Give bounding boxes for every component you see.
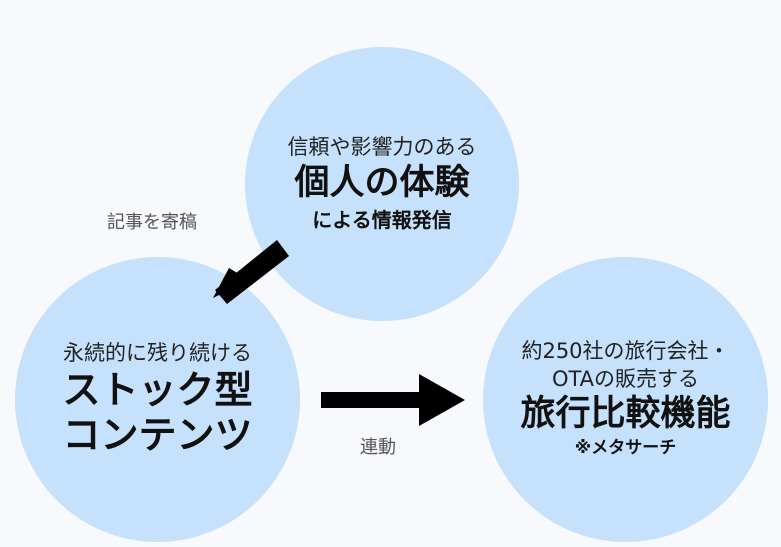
personal-experience-circle: 信頼や影響力のある 個人の体験 による情報発信: [245, 47, 519, 321]
meta-search-circle: 約250社の旅行会社・ OTAの販売する 旅行比較機能 ※メタサーチ: [483, 257, 768, 542]
right-circle-title: 旅行比較機能: [520, 394, 731, 435]
top-circle-title: 個人の体験: [294, 162, 470, 203]
stock-content-circle: 永続的に残り続ける ストック型 コンテンツ: [15, 257, 300, 542]
arrow-left-to-right-shaft: [321, 392, 423, 408]
arrow-left-to-right-head: [419, 374, 465, 426]
right-circle-line1: 約250社の旅行会社・: [521, 339, 730, 364]
right-circle-note: ※メタサーチ: [574, 437, 677, 458]
link-label: 連動: [360, 437, 396, 458]
left-circle-line1: 永続的に残り続ける: [63, 341, 252, 366]
top-circle-line3: による情報発信: [312, 207, 452, 232]
arrow-top-to-left: [213, 240, 289, 304]
arrow-top-to-left-tip: [213, 268, 249, 298]
left-circle-title-2: コンテンツ: [62, 413, 253, 458]
left-circle-title-1: ストック型: [62, 367, 253, 412]
write-article-label: 記事を寄稿: [107, 212, 197, 233]
arrow-left-to-right: [321, 374, 465, 426]
arrow-top-to-left-head: [215, 240, 289, 304]
top-circle-line1: 信頼や影響力のある: [287, 135, 477, 160]
right-circle-line2: OTAの販売する: [551, 366, 700, 391]
